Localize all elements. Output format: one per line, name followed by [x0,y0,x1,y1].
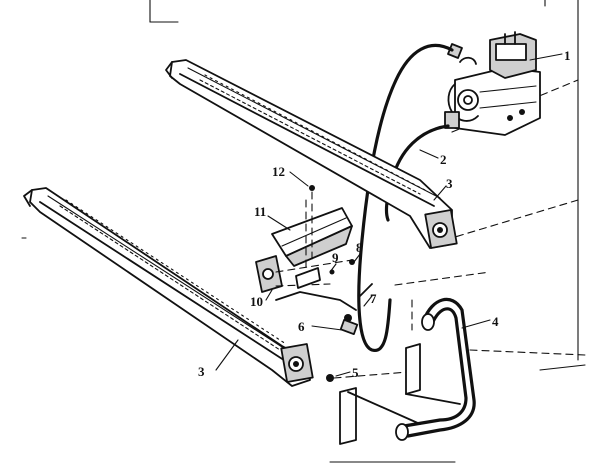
thermocouple-lead [357,43,454,352]
callout-10: 10 [250,294,263,309]
callout-3-lower: 3 [198,364,205,379]
upper-burner [165,59,458,249]
callout-9: 9 [332,250,339,265]
callout-5: 5 [352,365,359,380]
shield-screw [305,185,315,271]
callout-2: 2 [440,152,447,167]
callout-8: 8 [356,240,363,255]
leader-lines [215,53,563,377]
callout-11: 11 [254,204,266,219]
gas-valve [444,31,541,136]
pilot-tube-fittings [275,283,373,335]
mounting-bracket [326,343,461,445]
reference-lines [21,0,586,463]
callout-4: 4 [492,314,499,329]
callout-12: 12 [272,164,285,179]
lower-burner [23,187,314,387]
callout-3-upper: 3 [446,176,453,191]
burner-support [395,297,476,441]
callout-7: 7 [370,291,377,306]
pilot-assembly [255,255,355,293]
callout-6: 6 [298,319,305,334]
callout-1: 1 [564,48,571,63]
callout-labels: 1 2 3 3 4 5 6 7 8 9 10 11 12 [198,48,571,380]
